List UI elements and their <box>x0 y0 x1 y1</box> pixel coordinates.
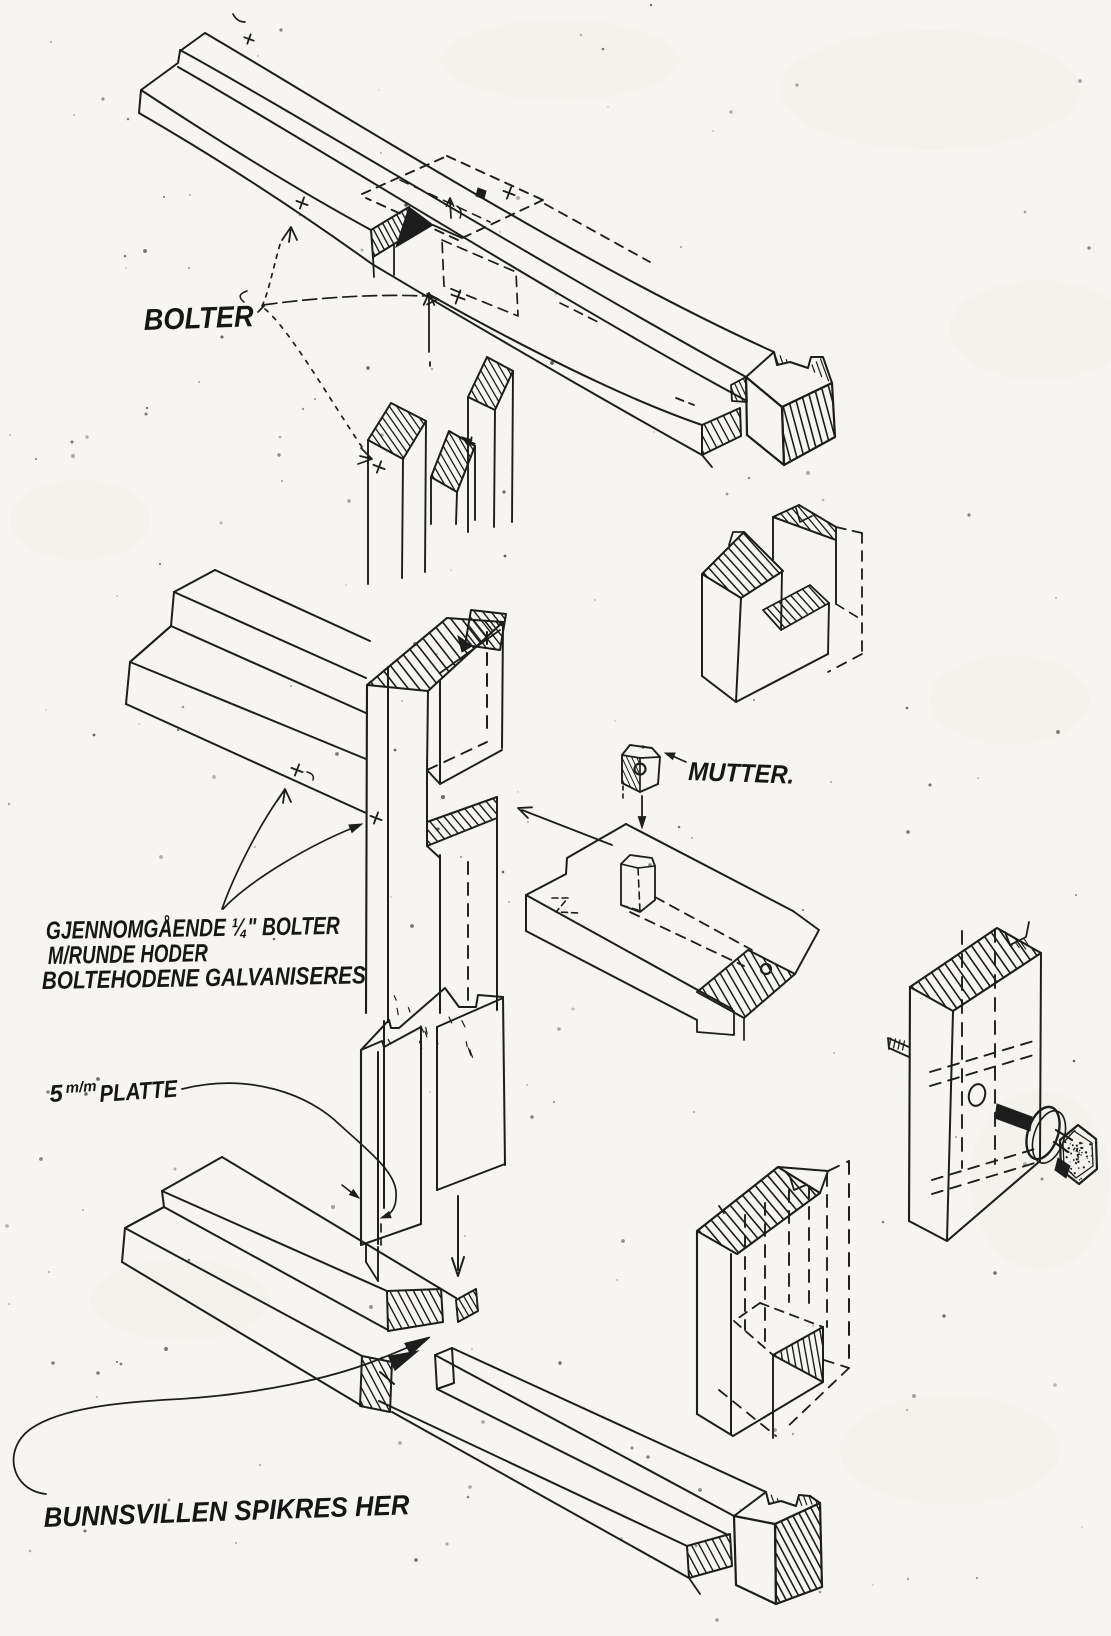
svg-text:m/m: m/m <box>65 1078 97 1097</box>
svg-text:BOLTEHODENE GALVANISERES: BOLTEHODENE GALVANISERES <box>42 961 367 995</box>
svg-text:PLATTE: PLATTE <box>99 1076 180 1108</box>
svg-text:BOLTER: BOLTER <box>143 300 254 337</box>
svg-text:5: 5 <box>49 1080 65 1108</box>
svg-text:M/RUNDE HODER: M/RUNDE HODER <box>48 939 208 970</box>
svg-text:GJENNOMGÅENDE ¼" BOLTER: GJENNOMGÅENDE ¼" BOLTER <box>46 911 340 945</box>
svg-text:MUTTER.: MUTTER. <box>688 756 795 790</box>
